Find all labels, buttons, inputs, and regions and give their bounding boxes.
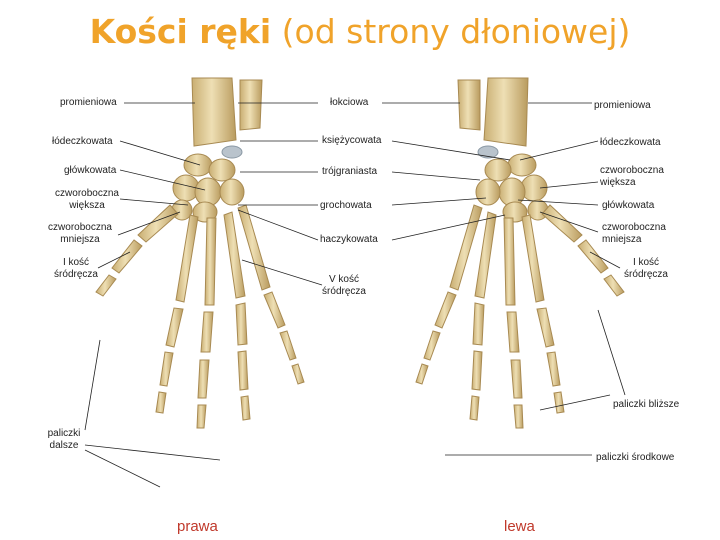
label-czworoboczna-mniejsza-left: czworoboczna mniejsza [42, 222, 118, 246]
label-czworoboczna-wieksza-right: czworoboczna większa [600, 165, 664, 189]
right-hand [416, 78, 624, 428]
label-haczykowata: haczykowata [320, 234, 378, 246]
label-glowkowata-left: główkowata [64, 165, 116, 177]
radius-right [484, 78, 528, 146]
ulna-right [458, 80, 480, 130]
label-ksiezycowata: księżycowata [322, 135, 381, 147]
label-v-kosc: V kość śródręcza [312, 274, 376, 298]
ulna-left [240, 80, 262, 130]
side-label-left: prawa [177, 518, 218, 535]
label-lodeczkowata-right: łódeczkowata [600, 137, 661, 149]
label-i-kosc-left: I kość śródręcza [44, 257, 108, 281]
label-glowkowata-right: główkowata [602, 200, 654, 212]
label-i-kosc-right: I kość śródręcza [614, 257, 678, 281]
radius-left [192, 78, 236, 146]
label-czworoboczna-wieksza-left: czworoboczna większa [52, 188, 122, 212]
label-czworoboczna-mniejsza-right: czworoboczna mniejsza [602, 222, 666, 246]
label-paliczki-srodkowe: paliczki środkowe [596, 452, 674, 464]
label-lodeczkowata-left: łódeczkowata [52, 136, 113, 148]
label-grochowata: grochowata [320, 200, 372, 212]
label-trojgraniasta: trójgraniasta [322, 166, 377, 178]
label-promieniowa-right: promieniowa [594, 100, 651, 112]
label-paliczki-dalsze: paliczki dalsze [38, 428, 90, 452]
label-lokciowa: łokciowa [330, 97, 368, 109]
label-paliczki-blizsze: paliczki bliższe [613, 399, 679, 411]
label-promieniowa-left: promieniowa [60, 97, 117, 109]
side-label-right: lewa [504, 518, 535, 535]
